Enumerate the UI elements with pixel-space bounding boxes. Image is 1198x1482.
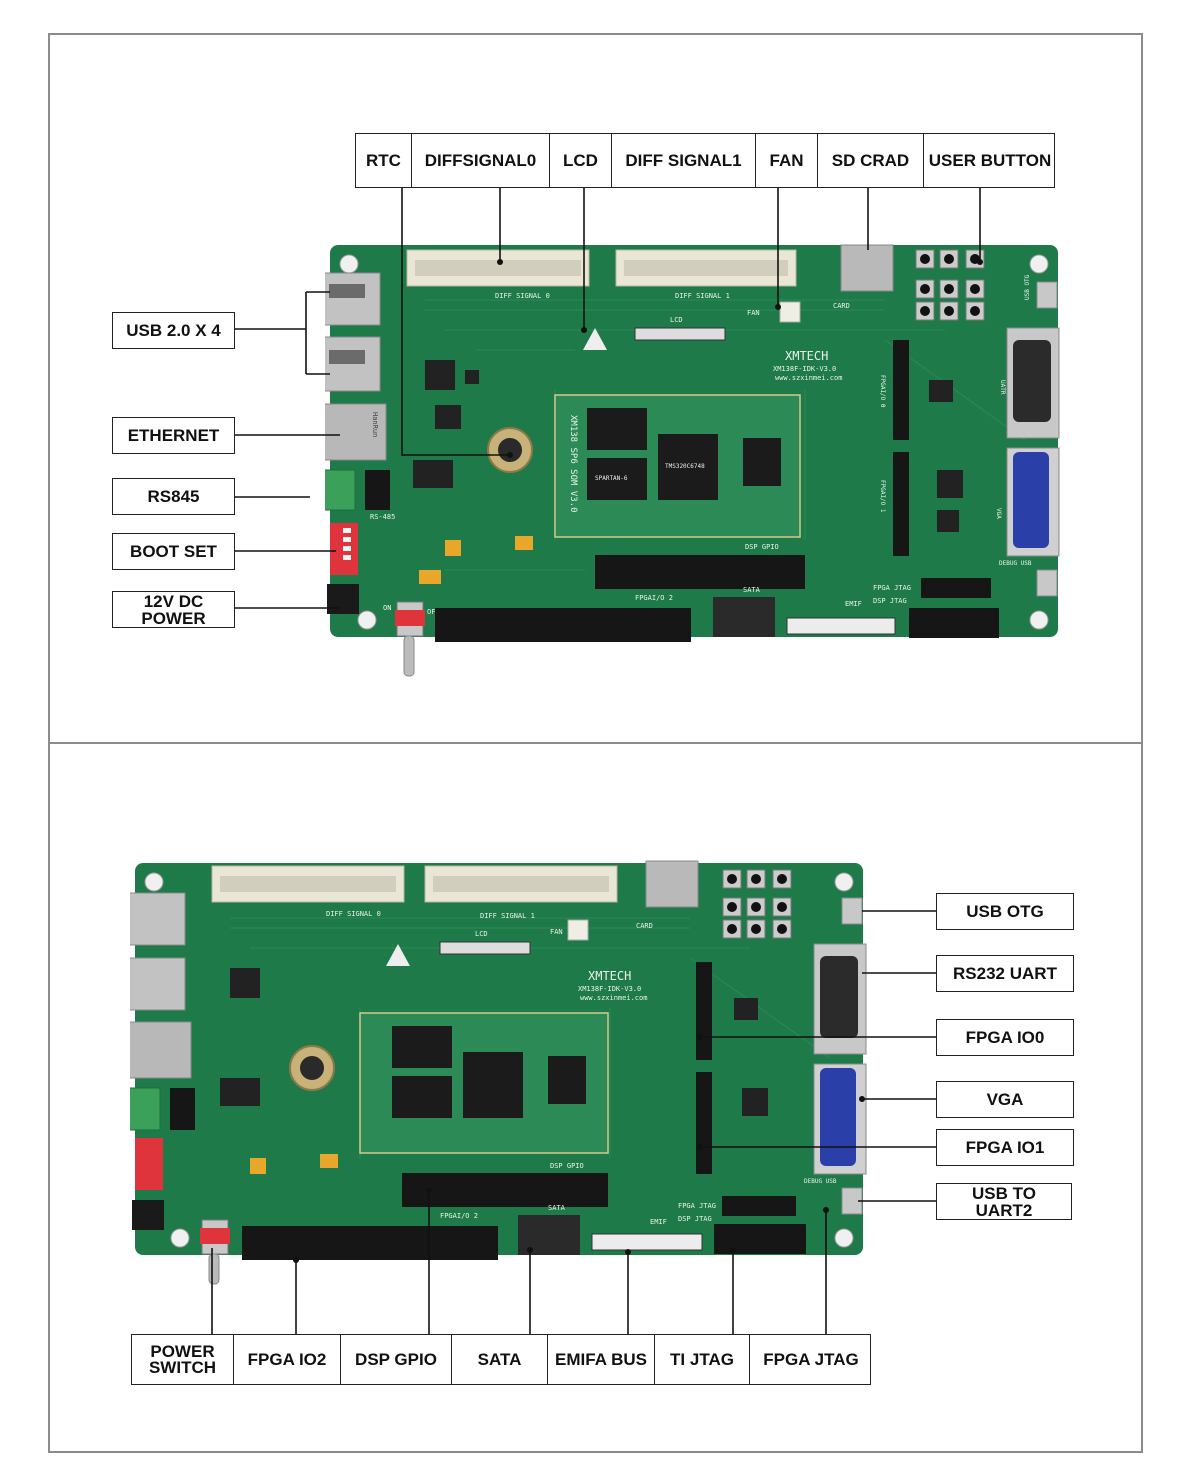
- model-text: XM138F-IDK-V3.0: [773, 365, 836, 373]
- silk-dsp-gpio-b: DSP GPIO: [550, 1162, 584, 1170]
- callout-power-switch: POWER SWITCH: [132, 1335, 234, 1384]
- silk-diff0-b: DIFF SIGNAL 0: [326, 910, 381, 918]
- silk-dsp-gpio: DSP GPIO: [745, 543, 779, 551]
- silk-spartan: SPARTAN-6: [595, 475, 628, 482]
- board-bottom-view: DIFF SIGNAL 0 DIFF SIGNAL 1 CARD FAN LCD…: [97, 858, 870, 1298]
- silk-vga: VGA: [995, 508, 1002, 519]
- callout-usb-to-uart2: USB TO UART2: [936, 1183, 1072, 1220]
- callout-rtc: RTC: [356, 134, 412, 187]
- silk-emif-b: EMIF: [650, 1218, 667, 1226]
- silk-usb-otg: USB OTG: [1024, 274, 1031, 300]
- model-text-b: XM138F-IDK-V3.0: [578, 985, 641, 993]
- callout-usb-otg: USB OTG: [936, 893, 1074, 930]
- callout-fpga-io2: FPGA IO2: [234, 1335, 341, 1384]
- callout-boot-set: BOOT SET: [112, 533, 235, 570]
- callout-lcd: LCD: [550, 134, 612, 187]
- silk-dsp-jtag-b: DSP JTAG: [678, 1215, 712, 1223]
- callout-rs232-uart: RS232 UART: [936, 955, 1074, 992]
- url-text: www.szxinmei.com: [775, 374, 842, 382]
- silk-diff1-b: DIFF SIGNAL 1: [480, 912, 535, 920]
- pcb-board-top: DIFF SIGNAL 0 DIFF SIGNAL 1 CARD USB OTG…: [294, 244, 1060, 677]
- callout-fan: FAN: [756, 134, 818, 187]
- callout-rs845: RS845: [112, 478, 235, 515]
- silk-fan-b: FAN: [550, 928, 563, 936]
- silk-diff0: DIFF SIGNAL 0: [495, 292, 550, 300]
- silk-rs485: RS-485: [370, 513, 395, 521]
- callout-user-button: USER BUTTON: [928, 150, 1052, 170]
- silk-uatr: UATR: [999, 380, 1006, 395]
- brand-text-b: XMTECH: [588, 969, 631, 983]
- silk-fpga-io2-b: FPGAI/O 2: [440, 1212, 478, 1220]
- top-callout-bar: RTC DIFFSIGNAL0 LCD DIFF SIGNAL1 FAN SD …: [355, 133, 1055, 188]
- silk-sata-b: SATA: [548, 1204, 566, 1212]
- silk-dsp-jtag: DSP JTAG: [873, 597, 907, 605]
- callout-fpga-jtag: FPGA JTAG: [763, 1349, 859, 1369]
- brand-text: XMTECH: [785, 349, 828, 363]
- silk-fan: FAN: [747, 309, 760, 317]
- silk-card: CARD: [833, 302, 850, 310]
- bottom-callout-bar: POWER SWITCH FPGA IO2 DSP GPIO SATA EMIF…: [131, 1334, 871, 1385]
- silk-ti-chip: TMS320C6748: [665, 463, 705, 470]
- silk-emif: EMIF: [845, 600, 862, 608]
- callout-emifa-bus: EMIFA BUS: [548, 1335, 655, 1384]
- silk-fpga-jtag: FPGA JTAG: [873, 584, 911, 592]
- silk-fpga-jtag-b: FPGA JTAG: [678, 1202, 716, 1210]
- callout-12v-dc-power: 12V DC POWER: [112, 591, 235, 628]
- callout-fpga-io1: FPGA IO1: [936, 1129, 1074, 1166]
- callout-sata: SATA: [452, 1335, 548, 1384]
- silk-hanrun: HanRun: [371, 412, 379, 437]
- callout-diff-signal1: DIFF SIGNAL1: [612, 134, 756, 187]
- silk-debug-usb: DEBUG USB: [999, 560, 1032, 567]
- callout-sd-card: SD CRAD: [818, 134, 924, 187]
- silk-sata: SATA: [743, 586, 761, 594]
- silk-debug-usb-b: DEBUG USB: [804, 1178, 837, 1185]
- callout-ti-jtag: TI JTAG: [655, 1335, 750, 1384]
- callout-fpga-io0: FPGA IO0: [936, 1019, 1074, 1056]
- silk-on: ON: [383, 604, 391, 612]
- board-top-view: DIFF SIGNAL 0 DIFF SIGNAL 1 CARD USB OTG…: [294, 240, 1065, 680]
- callout-diffsignal0: DIFFSIGNAL0: [412, 134, 550, 187]
- silk-som: XM138 SP6 SOM V3.0: [568, 415, 578, 513]
- silk-fpga-io1: FPGAI/O 1: [879, 480, 886, 513]
- pcb-board-bottom: DIFF SIGNAL 0 DIFF SIGNAL 1 CARD FAN LCD…: [97, 860, 867, 1285]
- silk-lcd: LCD: [670, 316, 683, 324]
- callout-ethernet: ETHERNET: [112, 417, 235, 454]
- url-text-b: www.szxinmei.com: [580, 994, 647, 1002]
- silk-off: OFF: [427, 608, 440, 616]
- callout-usb-2-0-x4: USB 2.0 X 4: [112, 312, 235, 349]
- silk-card-b: CARD: [636, 922, 653, 930]
- callout-dsp-gpio: DSP GPIO: [341, 1335, 452, 1384]
- silk-fpga-io2: FPGAI/O 2: [635, 594, 673, 602]
- silk-fpga-io0: FPGAI/O 0: [879, 375, 886, 408]
- callout-vga: VGA: [936, 1081, 1074, 1118]
- silk-diff1: DIFF SIGNAL 1: [675, 292, 730, 300]
- silk-lcd-b: LCD: [475, 930, 488, 938]
